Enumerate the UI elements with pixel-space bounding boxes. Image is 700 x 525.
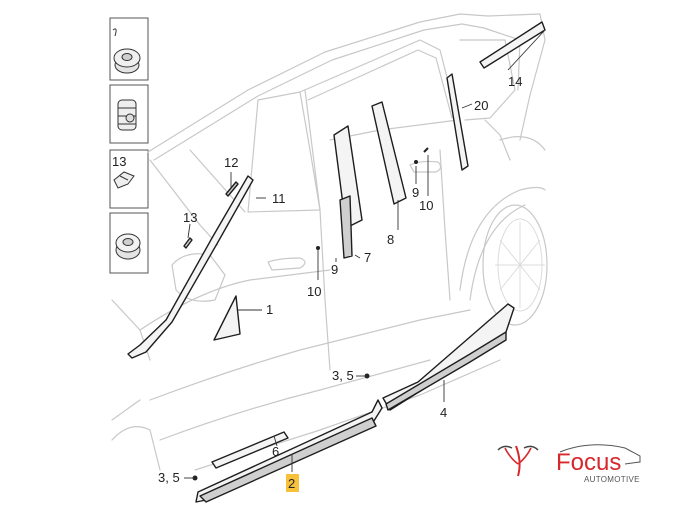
callout-6: 6 — [272, 444, 279, 459]
part-7-inner-strip — [339, 195, 353, 259]
part-4-edge — [385, 331, 507, 411]
part-6-sill-insert — [211, 431, 289, 469]
callout-13: 13 — [183, 210, 197, 225]
callout-11: 11 — [272, 191, 286, 206]
detail-inset-clip-4 — [109, 212, 149, 274]
callout-10-front: 10 — [307, 284, 321, 299]
callout-1: 1 — [266, 302, 273, 317]
callout-7: 7 — [364, 250, 371, 265]
part-14-roof-trim — [479, 21, 546, 69]
callout-20: 20 — [474, 98, 488, 113]
leader-lines — [184, 29, 546, 479]
part-2-edge — [199, 417, 377, 503]
detail-inset-clip-1 — [109, 17, 149, 81]
callout-9-front: 9 — [331, 262, 338, 277]
inset-callout-13: 13 — [112, 154, 126, 169]
trident-icon — [497, 445, 539, 477]
fastener-icon — [414, 160, 418, 164]
part-11-a-pillar-trim — [127, 175, 254, 359]
callout-4: 4 — [440, 405, 447, 420]
car-swoosh-icon — [559, 444, 641, 465]
part-7-b-pillar-front-trim — [333, 125, 363, 229]
fastener-icon — [423, 147, 429, 153]
part-1-mirror-trim — [213, 295, 241, 341]
callout-14: 14 — [508, 74, 522, 89]
part-8-b-pillar-trim — [371, 101, 407, 205]
logo-tagline: AUTOMOTIVE — [584, 475, 640, 484]
callout-3-5-rear: 3, 5 — [332, 368, 354, 383]
callout-3-5-front: 3, 5 — [158, 470, 180, 485]
logo-name: Focus — [556, 449, 621, 476]
part-12-clip — [225, 181, 239, 197]
fastener-icon — [316, 246, 320, 250]
callout-2: 2 — [288, 476, 295, 491]
detail-inset-clip-3: 13 — [109, 149, 149, 209]
part-20-rear-pillar-trim — [446, 73, 469, 171]
part-13-clip — [183, 237, 193, 249]
callout-10-rear: 10 — [419, 198, 433, 213]
focus-automotive-logo: Focus AUTOMOTIVE — [497, 444, 641, 484]
callout-8: 8 — [387, 232, 394, 247]
callout-12: 12 — [224, 155, 238, 170]
callout-9-rear: 9 — [412, 185, 419, 200]
vehicle-outline — [111, 13, 548, 471]
detail-inset-clip-2 — [109, 84, 149, 144]
callout-2-highlight — [286, 474, 299, 492]
